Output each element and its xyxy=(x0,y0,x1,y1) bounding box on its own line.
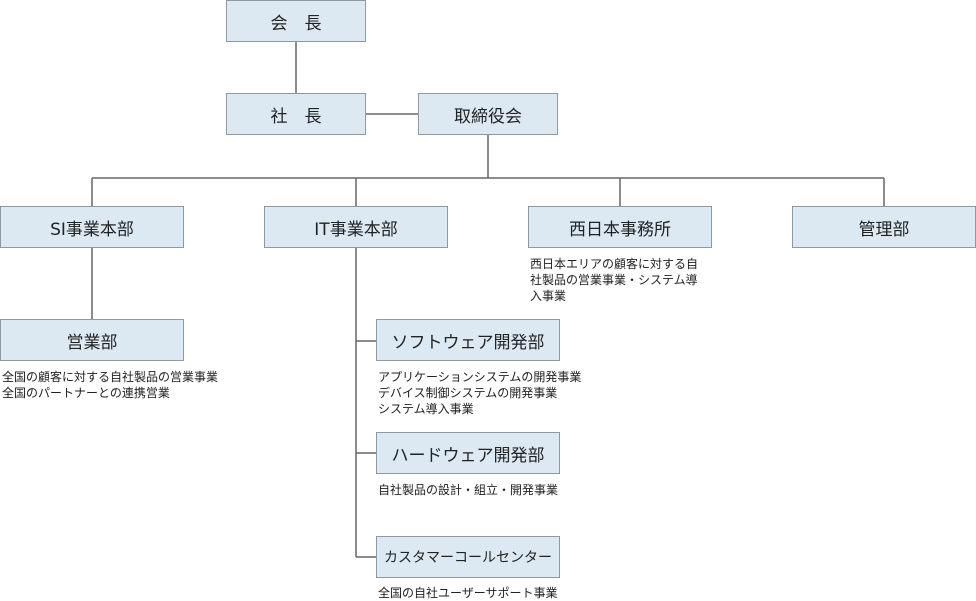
admin-box: 管理部 xyxy=(792,206,976,248)
software-desc-line: システム導入事業 xyxy=(378,402,474,416)
board-box: 取締役会 xyxy=(418,93,558,135)
si-division-label: SI事業本部 xyxy=(50,219,134,240)
west-office-description: 西日本エリアの顧客に対する自 社製品の営業事業・システム導 入事業 xyxy=(530,256,698,304)
sales-dept-label: 営業部 xyxy=(66,332,118,353)
it-division-box: IT事業本部 xyxy=(264,206,448,248)
software-desc-line: アプリケーションシステムの開発事業 xyxy=(378,370,582,384)
si-division-box: SI事業本部 xyxy=(0,206,184,248)
sales-dept-description: 全国の顧客に対する自社製品の営業事業 全国のパートナーとの連携営業 xyxy=(2,369,218,401)
it-division-label: IT事業本部 xyxy=(314,219,398,240)
call-center-desc-line: 全国の自社ユーザーサポート事業 xyxy=(378,586,558,600)
software-dept-label: ソフトウェア開発部 xyxy=(391,332,545,353)
software-dept-box: ソフトウェア開発部 xyxy=(376,319,560,361)
chairman-label: 会 長 xyxy=(270,13,322,34)
west-office-label: 西日本事務所 xyxy=(569,219,671,240)
software-desc-line: デバイス制御システムの開発事業 xyxy=(378,386,558,400)
sales-desc-line: 全国の顧客に対する自社製品の営業事業 xyxy=(2,370,219,384)
board-label: 取締役会 xyxy=(454,106,522,127)
call-center-description: 全国の自社ユーザーサポート事業 xyxy=(378,585,558,601)
chairman-box: 会 長 xyxy=(226,0,366,42)
hardware-dept-box: ハードウェア開発部 xyxy=(376,432,560,474)
hardware-dept-description: 自社製品の設計・組立・開発事業 xyxy=(378,482,558,498)
president-box: 社 長 xyxy=(226,93,366,135)
west-office-box: 西日本事務所 xyxy=(528,206,712,248)
sales-dept-box: 営業部 xyxy=(0,319,184,361)
president-label: 社 長 xyxy=(270,106,322,127)
call-center-box: カスタマーコールセンター xyxy=(376,536,560,578)
west-office-desc-line: 西日本エリアの顧客に対する自 xyxy=(530,257,699,271)
west-office-desc-line: 社製品の営業事業・システム導 xyxy=(530,273,698,287)
admin-label: 管理部 xyxy=(858,219,910,240)
sales-desc-line: 全国のパートナーとの連携営業 xyxy=(2,386,170,400)
software-dept-description: アプリケーションシステムの開発事業 デバイス制御システムの開発事業 システム導入… xyxy=(378,369,581,417)
hardware-desc-line: 自社製品の設計・組立・開発事業 xyxy=(378,483,559,497)
call-center-label: カスタマーコールセンター xyxy=(384,550,552,566)
hardware-dept-label: ハードウェア開発部 xyxy=(391,445,545,466)
west-office-desc-line: 入事業 xyxy=(530,289,567,303)
